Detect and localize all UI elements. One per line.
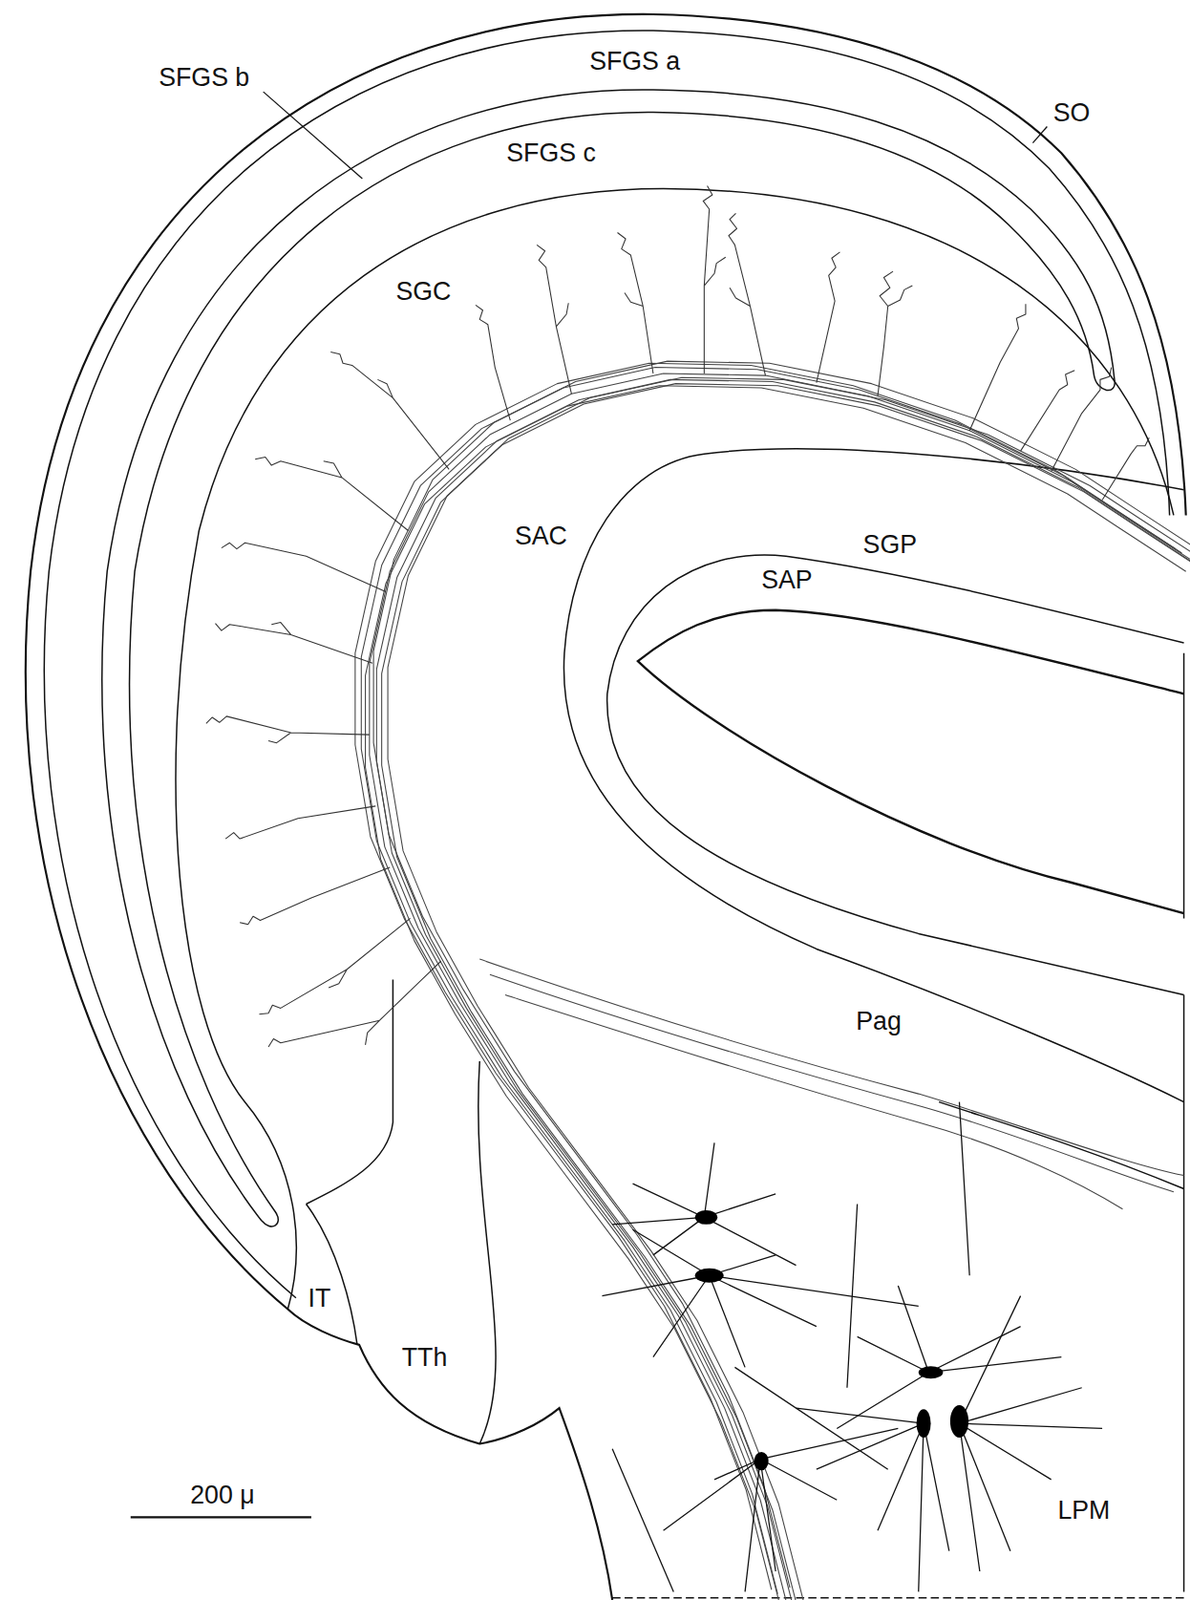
it-boundary: [306, 1203, 358, 1344]
dendrite: [836, 1285, 1062, 1429]
tth-right: [478, 1061, 496, 1445]
terminal-arbor: [877, 271, 913, 396]
terminal-arbor: [206, 716, 370, 744]
terminal-arbor: [255, 457, 408, 532]
terminal-arbor: [239, 867, 390, 925]
fiber: [489, 974, 1174, 1192]
terminal-arbor: [330, 352, 449, 470]
fiber: [376, 379, 1190, 1600]
layer-label: SFGS a: [586, 47, 683, 76]
soma: [695, 1268, 724, 1283]
terminal-arbor: [221, 542, 386, 592]
leader-line: [1032, 126, 1047, 143]
lpm-neurons: [601, 1102, 1103, 1593]
terminal-arbor: [816, 252, 841, 383]
soma: [695, 1210, 719, 1225]
fiber: [365, 385, 1187, 1600]
sgp-inner: [607, 554, 1185, 996]
layer-label: SO: [1050, 98, 1094, 127]
layer-label: SAP: [758, 565, 816, 594]
terminal-arbor: [617, 233, 654, 374]
dendrite: [601, 1229, 918, 1367]
outer-surface: [25, 14, 1187, 1600]
terminal-arbor: [702, 185, 726, 374]
layer-label: IT: [304, 1283, 334, 1312]
dendrite: [796, 1407, 950, 1592]
right-edge: [1183, 653, 1185, 1593]
terminal-arbor: [258, 917, 410, 1014]
soma: [916, 1408, 932, 1438]
terminal-arbor: [969, 303, 1026, 430]
fiber: [382, 383, 1190, 1600]
dendrite: [612, 1142, 796, 1265]
layer-label: SAC: [511, 521, 571, 550]
soma: [918, 1365, 944, 1379]
ventricle: [637, 610, 1185, 914]
soma: [950, 1404, 969, 1438]
layer-label: SFGS b: [155, 63, 253, 92]
terminal-arbor: [1051, 367, 1112, 472]
terminal-arbor: [225, 806, 376, 839]
soma: [754, 1451, 769, 1470]
fiber-terminals: [206, 185, 1149, 1047]
neuron-somata: [695, 1210, 969, 1470]
layer-label: Pag: [852, 1007, 905, 1036]
terminal-arbor: [475, 304, 510, 421]
leader-lines: [263, 91, 1048, 179]
optic-fibers: [355, 361, 1190, 1600]
fiber: [369, 373, 1190, 1600]
fiber: [361, 367, 1182, 1594]
scale-bar: [130, 1515, 312, 1518]
tth-left: [306, 978, 394, 1204]
lpm-floor: [612, 1596, 1184, 1598]
layer-outlines: [25, 14, 1187, 1600]
fiber: [373, 361, 1190, 1588]
terminal-arbor: [214, 622, 373, 664]
terminal-arbor: [268, 960, 442, 1047]
so-boundary: [43, 30, 1169, 1298]
sac-inner: [563, 448, 1184, 1103]
terminal-arbor: [536, 244, 572, 394]
layer-label: LPM: [1054, 1496, 1113, 1525]
terminal-arbor: [728, 212, 765, 376]
fiber: [479, 958, 1184, 1175]
layer-label: SGC: [392, 276, 454, 305]
layer-label: 200 μ: [187, 1480, 258, 1509]
terminal-arbor: [1102, 437, 1149, 500]
layer-label: TTh: [399, 1342, 451, 1371]
sgc-boundary: [175, 189, 1174, 1310]
terminal-arbor: [1020, 370, 1076, 451]
dendrite: [958, 1296, 1103, 1572]
fiber: [355, 362, 1176, 1590]
fiber: [505, 994, 1124, 1209]
layer-label: SFGS c: [503, 139, 599, 168]
layer-label: SGP: [859, 531, 920, 559]
fiber: [387, 377, 1190, 1600]
neuron-dendrites: [601, 1102, 1103, 1593]
leader-line: [263, 91, 363, 179]
sfgs-b-band: [102, 89, 1115, 1227]
dendrite: [612, 1102, 970, 1593]
